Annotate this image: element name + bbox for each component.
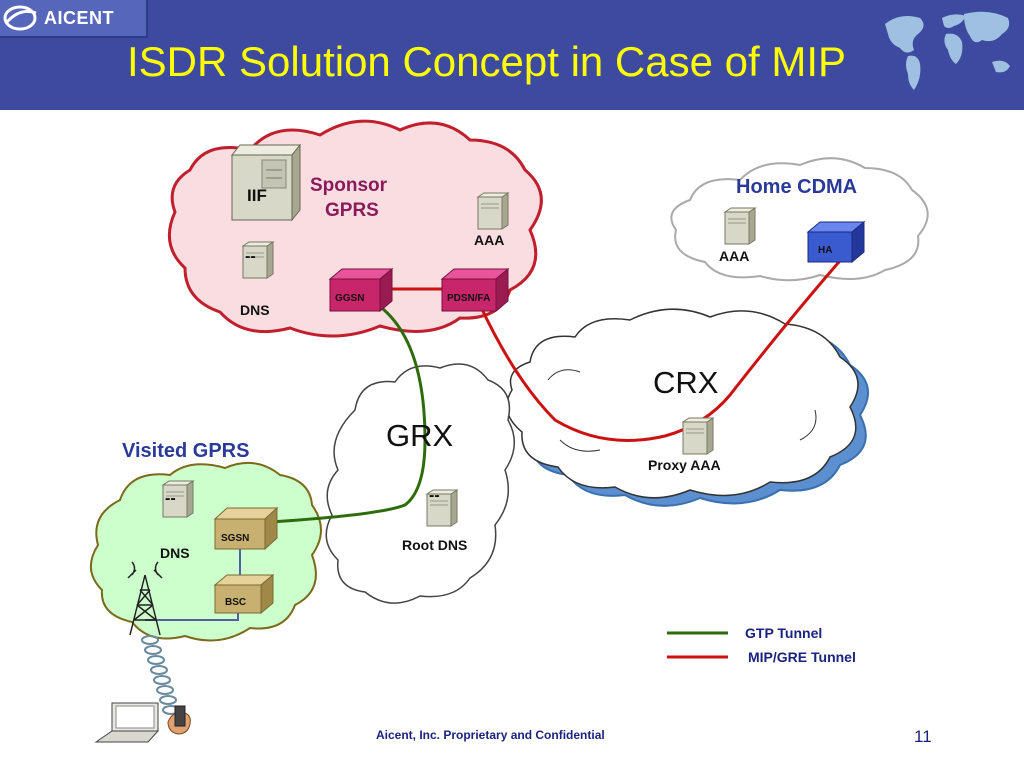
crx-cloud bbox=[506, 308, 869, 507]
bsc-label: BSC bbox=[225, 597, 247, 608]
mobile-phone-icon bbox=[167, 705, 191, 735]
bsc-node-icon bbox=[213, 573, 275, 615]
world-map-icon bbox=[885, 11, 1010, 90]
home-aaa-label: AAA bbox=[719, 248, 750, 264]
sponsor-dns-label: DNS bbox=[240, 302, 270, 318]
radio-link-icon bbox=[141, 635, 180, 715]
page-title: ISDR Solution Concept in Case of MIP bbox=[127, 38, 847, 85]
home-aaa-server-icon bbox=[724, 207, 756, 245]
root-dns-label: Root DNS bbox=[402, 537, 468, 553]
visited-gprs-cloud bbox=[90, 461, 322, 642]
sponsor-title-line2: GPRS bbox=[325, 200, 379, 221]
visited-dns-mark: -- bbox=[165, 490, 176, 507]
sgsn-node-icon bbox=[213, 506, 279, 551]
visited-dns-label: DNS bbox=[160, 545, 190, 561]
visited-gprs-title: Visited GPRS bbox=[122, 440, 250, 462]
pdsn-fa-node-icon bbox=[440, 267, 510, 313]
cell-tower-icon bbox=[127, 561, 163, 636]
pdsn-fa-label: PDSN/FA bbox=[447, 293, 491, 304]
sgsn-label: SGSN bbox=[221, 533, 250, 544]
ggsn-label: GGSN bbox=[335, 293, 365, 304]
proxy-aaa-label: Proxy AAA bbox=[648, 457, 721, 473]
legend-mip-label: MIP/GRE Tunnel bbox=[748, 649, 856, 665]
page-number: 11 bbox=[914, 727, 932, 746]
legend-gtp-label: GTP Tunnel bbox=[745, 625, 823, 641]
logo-swoosh-icon bbox=[3, 5, 37, 31]
footer-text: Aicent, Inc. Proprietary and Confidentia… bbox=[376, 728, 605, 742]
logo-text: AICENT bbox=[44, 7, 114, 28]
ggsn-node-icon bbox=[328, 267, 394, 313]
proxy-aaa-server-icon bbox=[682, 417, 714, 455]
laptop-icon bbox=[94, 702, 160, 743]
header-bar: AICENT ISDR Solution Concept in Case of … bbox=[0, 0, 1024, 110]
home-cdma-title: Home CDMA bbox=[736, 176, 858, 198]
mip-gre-tunnel-line bbox=[478, 254, 847, 442]
crx-title: CRX bbox=[653, 365, 719, 400]
sponsor-dns-mark: -- bbox=[245, 248, 256, 265]
root-dns-mark: -- bbox=[429, 487, 440, 504]
sponsor-title-line1: Sponsor bbox=[310, 175, 388, 196]
grx-title: GRX bbox=[386, 418, 454, 453]
ha-label: HA bbox=[818, 245, 833, 256]
logo: AICENT bbox=[0, 0, 148, 38]
gtp-tunnel-line bbox=[269, 303, 427, 524]
sponsor-aaa-label: AAA bbox=[474, 232, 505, 248]
iif-label: IIF bbox=[247, 186, 267, 205]
sponsor-aaa-server-icon bbox=[477, 192, 509, 230]
iif-server-icon bbox=[230, 143, 302, 222]
ha-node-icon bbox=[806, 220, 866, 264]
